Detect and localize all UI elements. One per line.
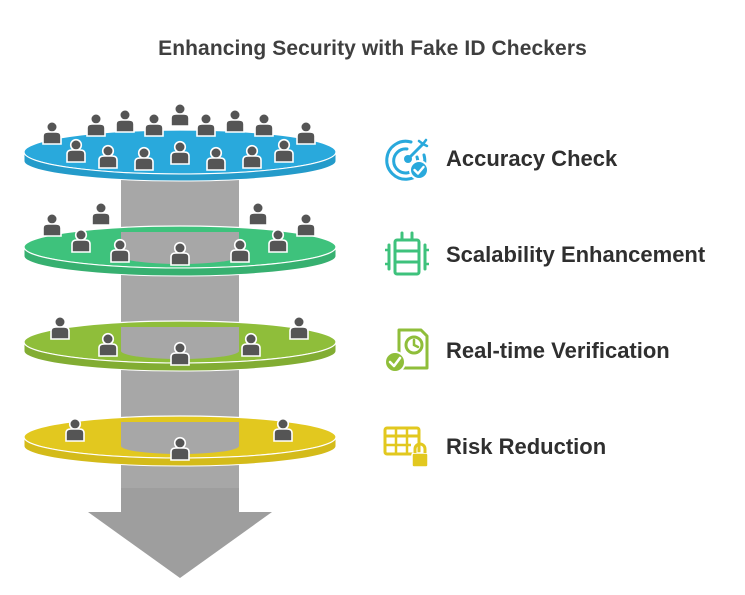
table-lock-icon	[383, 426, 429, 468]
label-real-time-verification: Real-time Verification	[446, 338, 670, 363]
layer-real-time-verification	[23, 315, 337, 372]
target-check-icon	[385, 138, 429, 181]
clock-document-check-icon	[384, 328, 429, 373]
label-risk-reduction: Risk Reduction	[446, 434, 607, 459]
label-accuracy-check: Accuracy Check	[446, 146, 618, 171]
label-scalability-enhancement: Scalability Enhancement	[446, 242, 706, 267]
layer-accuracy-check	[23, 102, 337, 182]
layer-risk-reduction	[23, 415, 337, 467]
arrow-head	[88, 485, 272, 578]
server-rack-icon	[385, 231, 429, 276]
layer-scalability-enhancement	[23, 201, 337, 277]
page-title: Enhancing Security with Fake ID Checkers	[158, 37, 587, 60]
